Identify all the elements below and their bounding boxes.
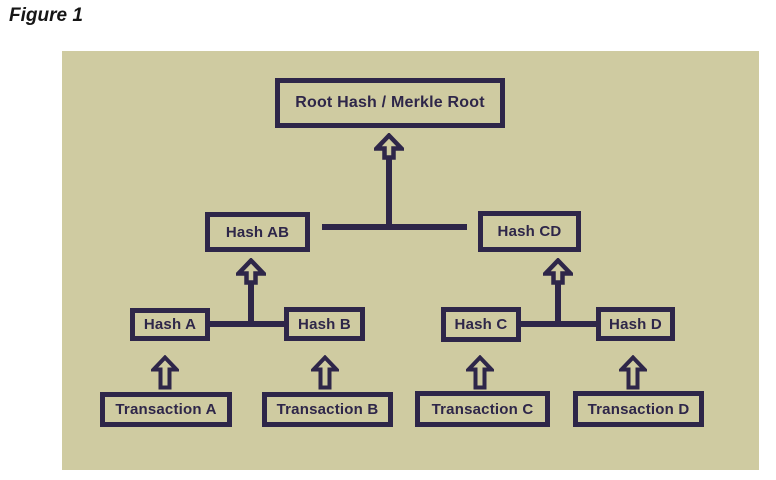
up-arrow-icon [543, 258, 573, 285]
up-arrow-icon [236, 258, 266, 285]
connector-line-ab-cd [322, 224, 467, 230]
diagram-panel [62, 51, 759, 470]
connector-shaft-cd [555, 284, 561, 327]
figure-label: Figure 1 [9, 5, 83, 26]
up-arrow-icon [311, 355, 339, 390]
node-root-hash: Root Hash / Merkle Root [275, 78, 505, 128]
connector-line-a-b [210, 321, 285, 327]
up-arrow-icon [151, 355, 179, 390]
up-arrow-icon [466, 355, 494, 390]
connector-shaft-ab [248, 284, 254, 327]
node-hash-ab: Hash AB [205, 212, 310, 252]
connector-shaft-root [386, 158, 392, 230]
node-hash-d: Hash D [596, 307, 675, 341]
node-hash-b: Hash B [284, 307, 365, 341]
node-transaction-d: Transaction D [573, 391, 704, 427]
node-transaction-c: Transaction C [415, 391, 550, 427]
node-hash-cd: Hash CD [478, 211, 581, 252]
up-arrow-icon [619, 355, 647, 390]
up-arrow-icon [374, 133, 404, 160]
node-transaction-b: Transaction B [262, 392, 393, 427]
node-hash-a: Hash A [130, 308, 210, 341]
node-hash-c: Hash C [441, 307, 521, 342]
node-transaction-a: Transaction A [100, 392, 232, 427]
